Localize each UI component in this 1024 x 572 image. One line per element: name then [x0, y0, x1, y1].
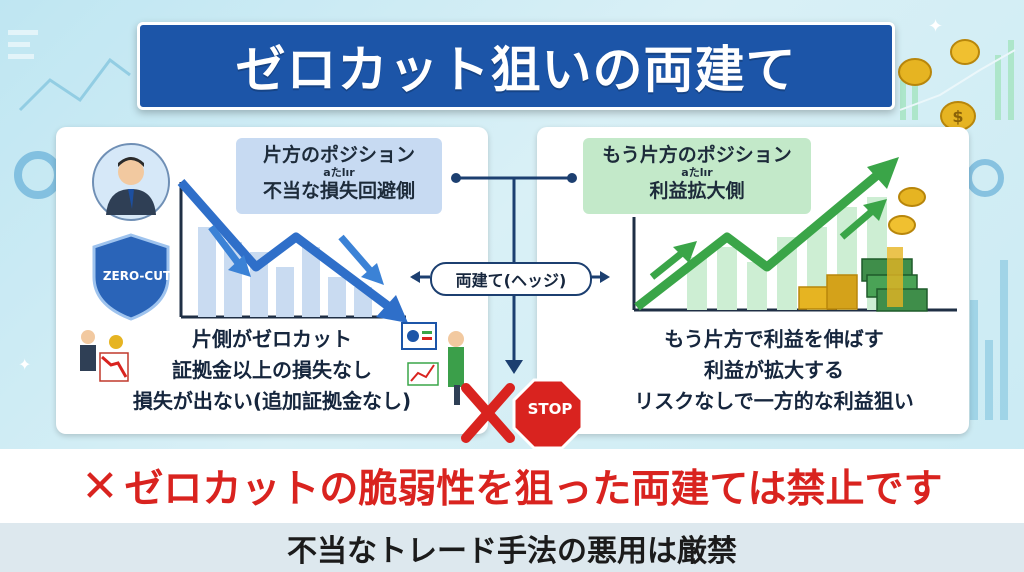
title-banner: ゼロカット狙いの両建て	[137, 22, 895, 110]
warning-text: ゼロカットの脆弱性を狙った両建ては禁止です	[124, 467, 943, 512]
left-description: 片側がゼロカット 証拠金以上の損失なし 損失が出ない(追加証拠金なし)	[62, 324, 482, 417]
money-stack-icon	[798, 187, 928, 312]
left-position-label: 片方のポジション aたlır 不当な損失回避側	[236, 138, 442, 214]
right-label-main: もう片方のポジション	[602, 144, 792, 166]
presenter-icon	[401, 322, 464, 405]
warning-banner: ✕ ゼロカットの脆弱性を狙った両建ては禁止です	[0, 449, 1024, 523]
shield-icon	[92, 233, 170, 321]
stop-sign-icon	[461, 378, 584, 450]
left-label-sub: 不当な損失回避側	[262, 180, 415, 202]
right-position-label: もう片方のポジション aたlır 利益拡大側	[583, 138, 811, 214]
left-line-3: 損失が出ない(追加証拠金なし)	[132, 389, 412, 413]
page-title: ゼロカット狙いの両建て	[235, 41, 797, 99]
right-line-3: リスクなしで一方的な利益狙い	[634, 389, 914, 413]
shield-label: ZERO-CUT	[102, 269, 172, 283]
businessman-avatar	[92, 143, 170, 221]
right-label-small: aたlır	[681, 166, 713, 179]
footer-banner: 不当なトレード手法の悪用は厳禁	[0, 523, 1024, 572]
hedge-label: 両建て(ヘッジ)	[430, 262, 592, 296]
right-line-2: 利益が拡大する	[704, 358, 844, 382]
left-label-small: aたlır	[323, 166, 355, 179]
right-illustration	[632, 157, 957, 312]
left-illustration	[80, 143, 464, 405]
right-line-1: もう片方で利益を伸ばす	[664, 327, 884, 351]
right-label-sub: 利益拡大側	[649, 180, 745, 202]
left-label-main: 片方のポジション	[262, 144, 415, 166]
svg-text:$: $	[952, 107, 963, 126]
worried-person-icon	[80, 330, 129, 382]
footer-text: 不当なトレード手法の悪用は厳禁	[287, 533, 737, 569]
svg-text:✦: ✦	[18, 355, 31, 374]
stop-sign-text: STOP	[527, 400, 573, 418]
left-line-1: 片側がゼロカット	[192, 327, 352, 351]
svg-text:✦: ✦	[928, 16, 943, 37]
cross-icon: ✕	[81, 460, 119, 512]
left-line-2: 証拠金以上の損失なし	[172, 358, 372, 382]
right-description: もう片方で利益を伸ばす 利益が拡大する リスクなしで一方的な利益狙い	[586, 324, 962, 417]
